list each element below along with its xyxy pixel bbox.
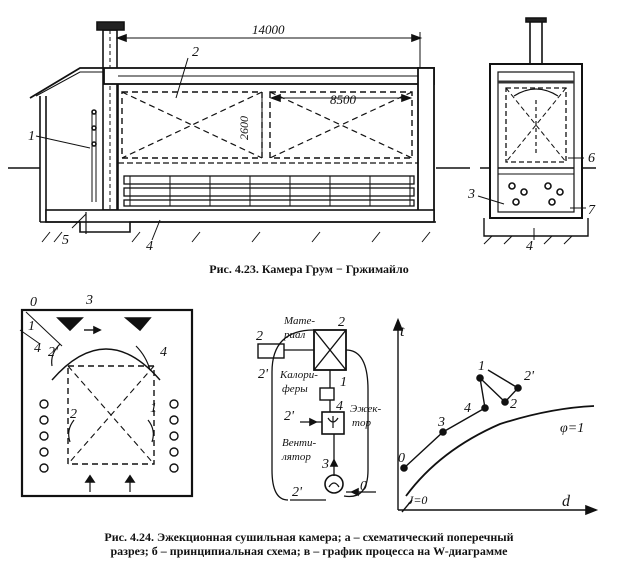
dim-inner-length: 8500 bbox=[330, 92, 357, 107]
label-c-p0: 0 bbox=[398, 451, 405, 466]
caption-line-1: Рис. 4.24. Эжекционная сушильная камера;… bbox=[104, 530, 514, 544]
caption-figure-4-23: Рис. 4.23. Камера Грум − Гржимайло bbox=[209, 262, 409, 276]
label-b-ejektor2: тор bbox=[352, 417, 371, 429]
label-a-2: 2 bbox=[70, 407, 77, 422]
label-c-p1: 1 bbox=[478, 359, 485, 374]
label-b-material: Мате- bbox=[283, 315, 315, 327]
dim-height: 2600 bbox=[237, 116, 251, 140]
label-b-ventilator: Венти- bbox=[282, 437, 317, 449]
label-b-ventilator2: лятор bbox=[281, 451, 311, 463]
label-c-p3: 3 bbox=[437, 415, 445, 430]
label-b-2-left: 2 bbox=[256, 329, 263, 344]
label-top-2: 2 bbox=[192, 45, 199, 60]
dim-length: 14000 bbox=[252, 22, 285, 37]
label-top-6: 6 bbox=[588, 151, 595, 166]
label-a-0: 0 bbox=[30, 295, 37, 310]
label-b-2p-mid: 2' bbox=[284, 409, 295, 424]
label-b-1: 1 bbox=[340, 375, 347, 390]
label-a-1: 1 bbox=[28, 319, 35, 334]
label-c-t: t bbox=[400, 323, 405, 340]
caption-figure-4-24: Рис. 4.24. Эжекционная сушильная камера;… bbox=[0, 530, 618, 558]
label-b-2-top: 2 bbox=[338, 315, 345, 330]
label-b-2p-bottom: 2' bbox=[292, 485, 303, 500]
label-b-ejektor: Эжек- bbox=[350, 403, 381, 415]
label-a-4r: 4 bbox=[160, 345, 167, 360]
label-b-kalorifery: Калори- bbox=[279, 369, 318, 381]
label-b-material2: риал bbox=[283, 329, 306, 341]
label-b-4: 4 bbox=[336, 399, 343, 414]
label-top-7: 7 bbox=[588, 203, 596, 218]
label-c-p4: 4 bbox=[464, 401, 471, 416]
label-top-4: 4 bbox=[146, 239, 153, 254]
label-a-1r: 1 bbox=[150, 401, 157, 416]
label-c-J: J=0 bbox=[408, 493, 427, 507]
label-a-4: 4 bbox=[34, 341, 41, 356]
caption-line-2: разрез; б – принципиальная схема; в – гр… bbox=[110, 544, 508, 558]
ejection-scheme-b bbox=[257, 329, 376, 501]
label-top-1: 1 bbox=[28, 129, 35, 144]
w-diagram-c bbox=[392, 317, 599, 516]
label-b-3: 3 bbox=[321, 457, 329, 472]
label-c-d: d bbox=[562, 493, 571, 510]
chamber-long-section bbox=[8, 21, 470, 243]
label-c-p2p: 2' bbox=[524, 369, 535, 384]
label-top-4b: 4 bbox=[526, 239, 533, 254]
label-a-2p: 2' bbox=[48, 345, 59, 360]
label-c-p2: 2 bbox=[510, 397, 517, 412]
label-c-phi: φ=1 bbox=[560, 421, 584, 436]
label-b-kalorifery2: феры bbox=[282, 383, 308, 395]
label-top-5: 5 bbox=[62, 233, 69, 248]
ejection-section-a bbox=[19, 308, 194, 498]
label-b-2p-left: 2' bbox=[258, 367, 269, 382]
label-a-3: 3 bbox=[85, 293, 93, 308]
label-top-3: 3 bbox=[467, 187, 475, 202]
chamber-cross-section bbox=[477, 17, 596, 245]
label-b-0: 0 bbox=[360, 479, 367, 494]
